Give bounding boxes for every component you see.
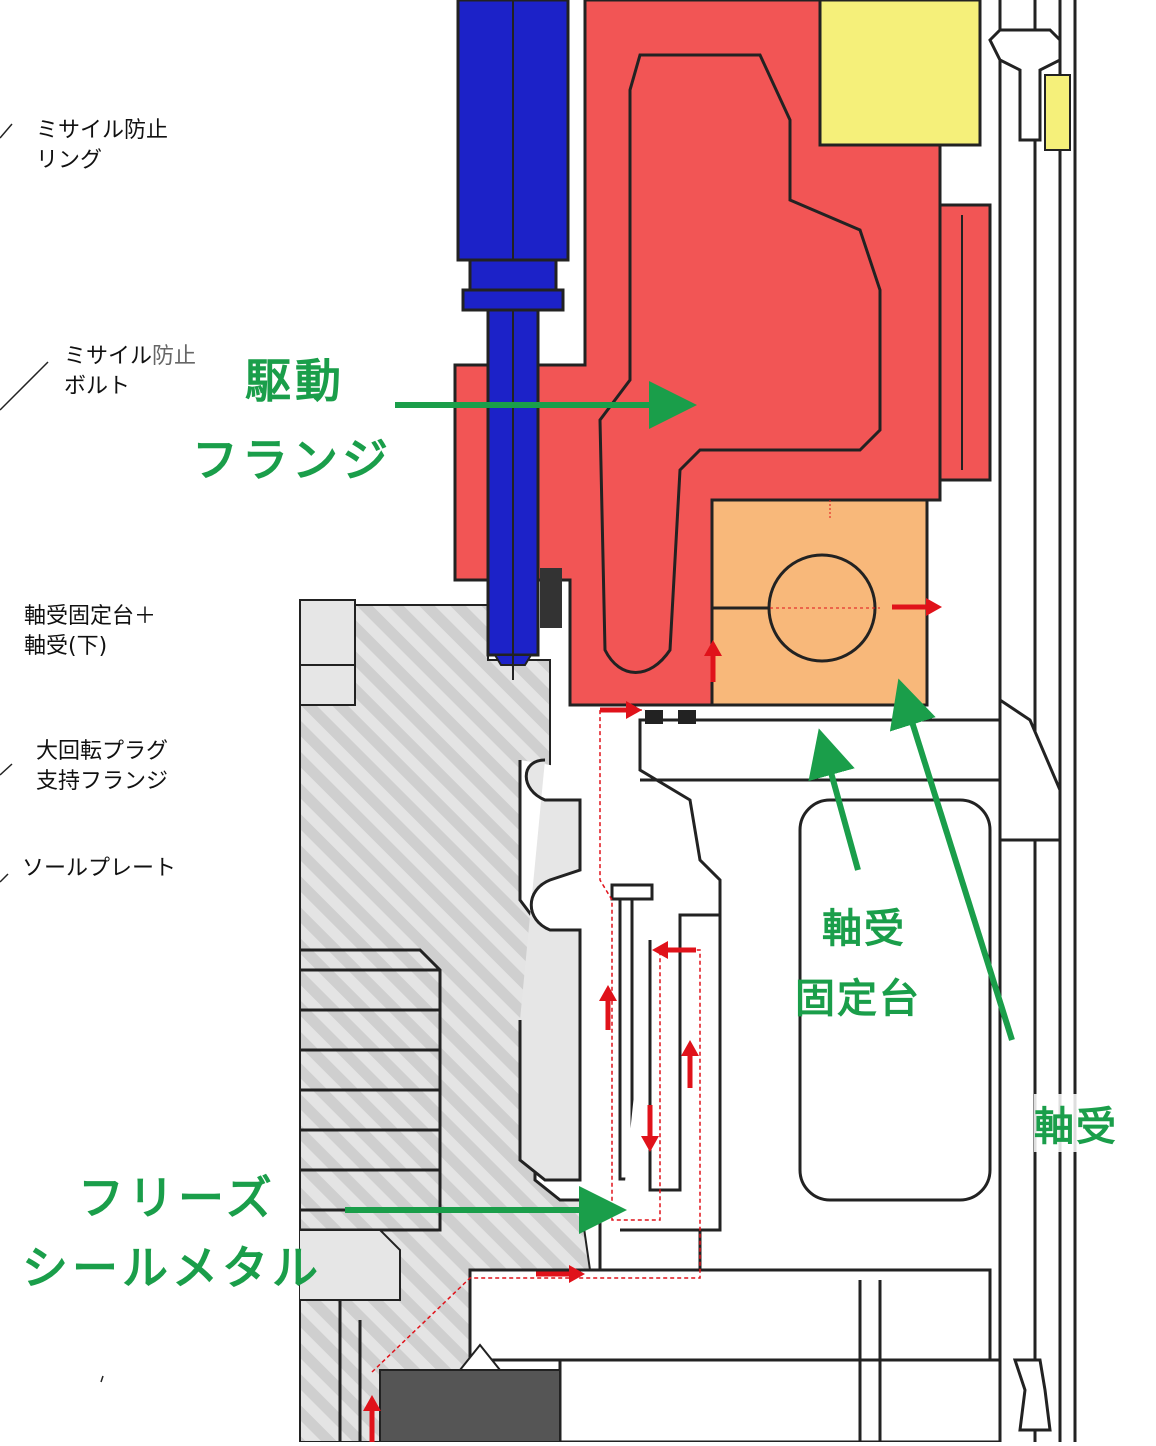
- missile-prevention-bolt-label: ミサイル防止 ボルト: [64, 342, 196, 402]
- flow-arrow-head: [652, 941, 668, 959]
- rotating-plug-line2: 支持フランジ: [36, 769, 169, 794]
- flow-arrow-head: [926, 598, 942, 616]
- bearing-base-line2: 軸受(下): [24, 634, 108, 659]
- bearing-base-label: 軸受固定台＋ 軸受(下): [24, 602, 156, 662]
- right-rod-structure: [988, 0, 1077, 1442]
- sole-plate-label: ソールプレート: [22, 854, 176, 884]
- drive-flange-callout-line2: フランジ: [192, 433, 392, 487]
- freeze-seal-callout-line1: フリーズ: [78, 1171, 276, 1225]
- freeze-seal-metal: [610, 883, 722, 1232]
- sole-plate-line1: ソールプレート: [22, 856, 177, 881]
- seal-block: [678, 710, 696, 724]
- rotating-plug-line1: 大回転プラグ: [36, 739, 169, 764]
- flow-arrow-head: [626, 701, 642, 719]
- drive-flange-callout-line1: 駆動: [245, 354, 345, 408]
- bearing-callout: 軸受: [1034, 1094, 1118, 1152]
- freeze-seal-callout-line2: シールメタル: [22, 1241, 322, 1295]
- flow-arrow-head: [681, 1040, 699, 1056]
- missile-prevention-bolt: [456, 0, 570, 680]
- rotating-plug-flange-label: 大回転プラグ 支持フランジ: [36, 737, 168, 797]
- callout-arrows: [345, 381, 1015, 1234]
- seal-block: [645, 710, 663, 724]
- yellow-part: [818, 0, 1071, 151]
- flow-arrow-head: [599, 985, 617, 1001]
- flow-arrow-head: [569, 1265, 585, 1283]
- leakage-path: [371, 709, 701, 1373]
- flow-arrow-head: [363, 1395, 381, 1411]
- drive-flange-body: [453, 0, 992, 707]
- bearing-support-callout-line2: 固定台: [795, 976, 921, 1022]
- flow-arrow-head: [704, 640, 722, 656]
- missile-bolt-line2: ボルト: [64, 374, 131, 399]
- missile-ring-line1: ミサイル防止: [36, 118, 169, 143]
- bearing-support-callout-arrow: [808, 728, 861, 871]
- flow-arrow-head: [641, 1136, 659, 1152]
- leader-lines: [0, 123, 104, 1383]
- support-flange-outline: [338, 718, 1002, 1444]
- missile-bolt-line1a: ミサイル: [64, 344, 153, 369]
- bearing-block: [710, 498, 929, 707]
- bearing-support-callout-line1: 軸受: [822, 906, 906, 952]
- bearing-callout-arrow: [889, 678, 1015, 1041]
- missile-prevention-ring-label: ミサイル防止 リング: [36, 116, 168, 176]
- flow-arrows: [363, 598, 942, 1442]
- missile-ring-line2: リング: [36, 148, 103, 173]
- missile-bolt-line1b: 防止: [152, 344, 197, 369]
- bearing-base-line1: 軸受固定台＋: [24, 604, 157, 629]
- rotating-plug-hatched-region: [299, 599, 592, 1443]
